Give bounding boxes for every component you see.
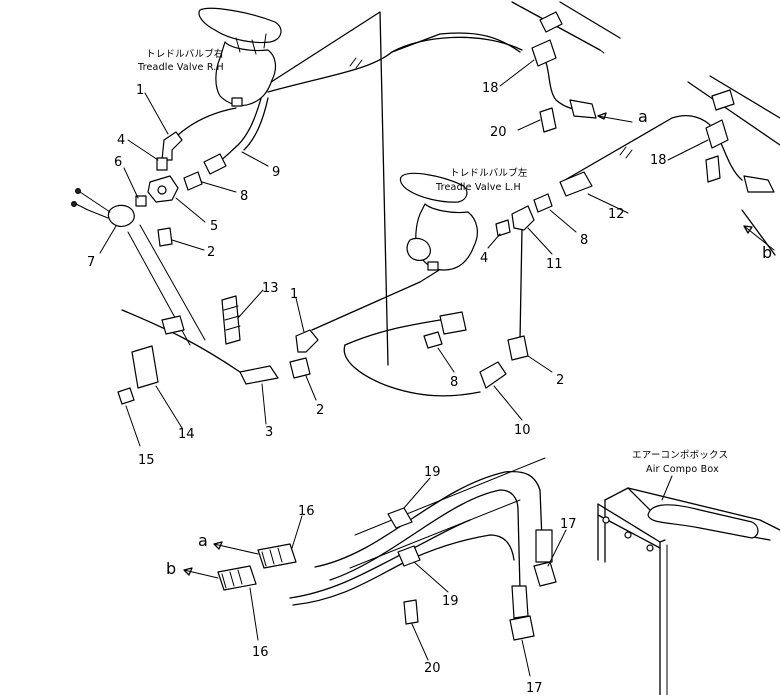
callout-8-right: 8 [580, 233, 588, 248]
elbow-fitting-2-left [157, 227, 173, 247]
callout-3: 3 [265, 425, 273, 440]
hose-end-16-b [217, 565, 257, 591]
clip-19-top [387, 507, 413, 529]
air-compo-box-jp-label: エアーコンポボックス [632, 450, 728, 461]
letter-markers: a b a b [166, 107, 772, 578]
treadle-valve-rh-en-label: Treadle Valve R.H [137, 62, 224, 73]
marker-b-right: b [762, 243, 772, 262]
treadle-valve-lh-en-label: Treadle Valve L.H [435, 182, 521, 193]
hose-3 [239, 365, 279, 385]
clip-18-right [705, 119, 729, 149]
air-line-right [391, 1, 780, 341]
bracket-14 [131, 345, 159, 389]
callout-16-top: 16 [298, 504, 315, 519]
callout-6: 6 [114, 155, 122, 170]
callout-16-bottom: 16 [252, 645, 269, 660]
callout-15: 15 [138, 453, 155, 468]
callout-14: 14 [178, 427, 195, 442]
bolt-15 [117, 387, 135, 405]
callout-11: 11 [546, 257, 563, 272]
connector-8-left [183, 171, 203, 191]
connector-8-right [533, 193, 553, 213]
callout-2-left: 2 [207, 245, 215, 260]
callout-2-mid: 2 [316, 403, 324, 418]
treadle-valve-lh-jp-label: トレドルバルブ左 [450, 167, 528, 179]
treadle-valve-rh [198, 7, 282, 107]
marker-a-top: a [638, 107, 648, 126]
air-line-main [121, 11, 521, 397]
callout-17-bottom: 17 [526, 681, 543, 695]
hose-end-16-a [257, 543, 297, 569]
elbow-fitting-11 [511, 205, 535, 231]
connector-6 [135, 195, 147, 207]
captions: トレドルバルブ右 Treadle Valve R.H トレドルバルブ左 Trea… [137, 48, 728, 475]
marker-a-bottom: a [198, 531, 208, 550]
fitting-17-bottom [509, 615, 535, 641]
callout-12: 12 [608, 207, 625, 222]
callout-7: 7 [87, 255, 95, 270]
clip-19-bottom [397, 545, 421, 567]
leader-lines [99, 59, 775, 677]
callout-20-top: 20 [490, 125, 507, 140]
callout-13: 13 [262, 281, 279, 296]
clip-18-top [531, 39, 557, 67]
callout-1-top: 1 [136, 83, 144, 98]
callout-18-right: 18 [650, 153, 667, 168]
callout-4-top: 4 [117, 133, 125, 148]
lower-hoses [289, 457, 546, 606]
elbow-fitting-1 [161, 131, 183, 161]
callout-20-bottom: 20 [424, 661, 441, 676]
elbow-fitting-1-mid [295, 329, 319, 353]
air-compo-box [597, 487, 780, 695]
callout-18-top: 18 [482, 81, 499, 96]
callout-2-right: 2 [556, 373, 564, 388]
fittings [71, 11, 775, 641]
callout-8-left: 8 [240, 189, 248, 204]
pressure-switch-7 [107, 204, 135, 227]
callout-19-top: 19 [424, 465, 441, 480]
treadle-valve-rh-jp-label: トレドルバルブ右 [146, 48, 224, 60]
callout-4-mid: 4 [480, 251, 488, 266]
callout-17-top: 17 [560, 517, 577, 532]
part-callouts: 1 4 6 7 5 2 9 8 13 1 2 3 14 15 18 20 18 … [87, 81, 667, 695]
fitting-17-top [533, 561, 557, 587]
elbow-fitting-2-mid [289, 357, 311, 379]
bolt-20-top [539, 107, 557, 133]
clip-13 [221, 295, 241, 345]
callout-1-mid: 1 [290, 287, 298, 302]
treadle-valve-lh [399, 172, 478, 271]
hose-end-12 [559, 171, 593, 197]
elbow-fitting-2-right [507, 335, 529, 361]
air-compo-box-en-label: Air Compo Box [646, 464, 719, 475]
callout-5: 5 [210, 219, 218, 234]
callout-10: 10 [514, 423, 531, 438]
callout-9: 9 [272, 165, 280, 180]
marker-b-bottom: b [166, 559, 176, 578]
callout-8-mid: 8 [450, 375, 458, 390]
hose-10 [479, 361, 507, 389]
bolt-20-bottom [403, 599, 419, 625]
connector-4-mid [495, 219, 511, 237]
connector-4 [156, 157, 168, 171]
callout-19-bottom: 19 [442, 594, 459, 609]
